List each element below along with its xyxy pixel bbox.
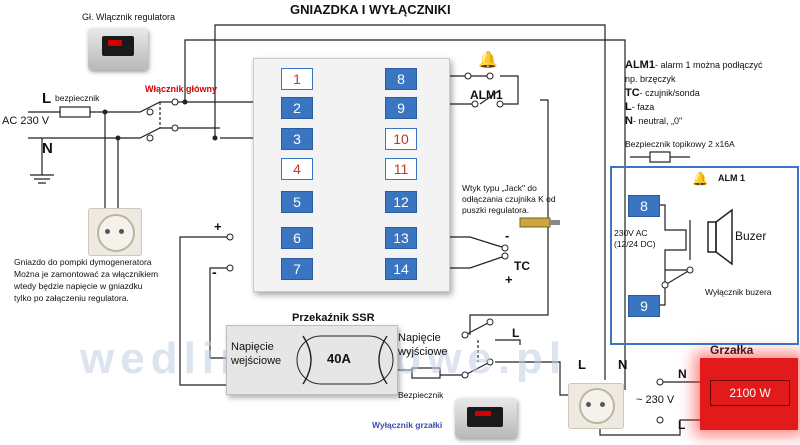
legend-key: L [625, 101, 632, 113]
heater-power: 2100 W [710, 380, 790, 406]
terminal-11: 11 [385, 158, 417, 180]
tc-plus: + [505, 272, 513, 287]
bell-icon: 🔔 [478, 52, 498, 69]
terminal-14: 14 [385, 258, 417, 280]
main-switch-label: Włącznik główny [145, 84, 218, 94]
legend-text: - alarm 1 można podłączyć [654, 60, 763, 70]
alarm-box [610, 166, 799, 345]
heater-switch-L1: L [512, 326, 520, 340]
fuse-note: Bezpiecznik topikowy 2 x16A [625, 139, 735, 149]
heater-switch-N: N [618, 357, 628, 372]
terminal-7: 7 [281, 258, 313, 280]
mains-voltage-label: AC 230 V [2, 115, 50, 127]
alarm-terminal-8: 8 [628, 195, 660, 217]
ssr-out-label: Napięcie wyjściowe [398, 332, 448, 358]
socket-note-line: wtedy będzie napięcie w gniazdku [14, 281, 143, 291]
socket-note-line: Można je zamontować za włącznikiem [14, 269, 159, 279]
ssr-in-label: Napięcie wejściowe [231, 341, 282, 367]
ssr-in-plus: + [214, 219, 222, 234]
terminal-3: 3 [281, 128, 313, 150]
heater-switch-L2: L [578, 357, 586, 372]
alarm-box-title: ALM 1 [718, 173, 745, 183]
socket-note-line: Gniazdo do pompki dymogeneratora [14, 257, 152, 267]
legend-item: N- neutral, „0" [625, 114, 763, 128]
ssr-relay: Napięcie wejściowe 40A [226, 325, 398, 395]
legend-text: np. brzęczyk [625, 74, 676, 84]
terminal-10: 10 [385, 128, 417, 150]
mains-fuse-label: bezpiecznik [55, 93, 100, 103]
legend-text: - czujnik/sonda [639, 88, 700, 98]
legend-key: ALM1 [625, 59, 655, 71]
alarm-voltage-dc: (12/24 DC) [614, 239, 656, 249]
terminal-9: 9 [385, 97, 417, 119]
terminal-1: 1 [281, 68, 313, 90]
alm1-label: ALM1 [470, 88, 503, 102]
heater-title: Grzałka [710, 343, 754, 357]
legend-item: ALM1- alarm 1 można podłączyć [625, 58, 763, 72]
socket-note-line: tylko po załączeniu regulatora. [14, 293, 129, 303]
heater-N-label: N [678, 367, 687, 381]
ssr-value: 40A [327, 351, 351, 366]
pump-socket-image [88, 208, 142, 256]
terminal-12: 12 [385, 191, 417, 213]
ssr-in-minus: - [212, 264, 217, 280]
alarm-terminal-9: 9 [628, 295, 660, 317]
legend-key: TC [625, 87, 640, 99]
terminal-2: 2 [281, 97, 313, 119]
tc-label: TC [514, 259, 530, 273]
main-switch-top-label: Gł. Wlącznik regulatora [82, 12, 176, 22]
diagram-title: GNIAZDKA I WYŁĄCZNIKI [290, 2, 451, 17]
legend-text: - faza [631, 102, 655, 112]
mains-N-label: N [42, 140, 53, 157]
legend-item: L- faza [625, 100, 763, 114]
alarm-bell-icon: 🔔 [692, 171, 709, 186]
heater-switch-label: Wyłącznik grzałki [372, 420, 443, 430]
terminal-8: 8 [385, 68, 417, 90]
legend-key: N [625, 115, 633, 127]
buzzer-label: Buzer [735, 229, 767, 243]
legend-text: - neutral, „0" [632, 116, 683, 126]
heater-voltage: ~ 230 V [636, 394, 675, 406]
legend-item: TC- czujnik/sonda [625, 86, 763, 100]
heater-switch-image [455, 398, 517, 438]
heater-socket-image [568, 383, 624, 429]
terminal-4: 4 [281, 158, 313, 180]
ssr-shape [296, 335, 394, 385]
mains-L-label: L [42, 90, 52, 107]
jack-note: Wtyk typu „Jack" do odłączania czujnika … [462, 183, 556, 215]
legend: ALM1- alarm 1 można podłączyć np. brzęcz… [625, 58, 763, 128]
heater-fuse-label: Bezpiecznik [398, 390, 444, 400]
main-switch-image [88, 28, 148, 70]
socket-note: Gniazdo do pompki dymogeneratora Można j… [14, 256, 158, 304]
heater-L-label: L [678, 418, 686, 432]
heater-block: 2100 W [700, 358, 798, 430]
tc-minus: - [505, 228, 510, 243]
alarm-voltage: 230V AC [614, 228, 648, 238]
terminal-6: 6 [281, 227, 313, 249]
buzzer-switch-label: Wyłącznik buzera [705, 287, 772, 297]
terminal-5: 5 [281, 191, 313, 213]
ssr-title: Przekaźnik SSR [292, 312, 375, 324]
terminal-13: 13 [385, 227, 417, 249]
